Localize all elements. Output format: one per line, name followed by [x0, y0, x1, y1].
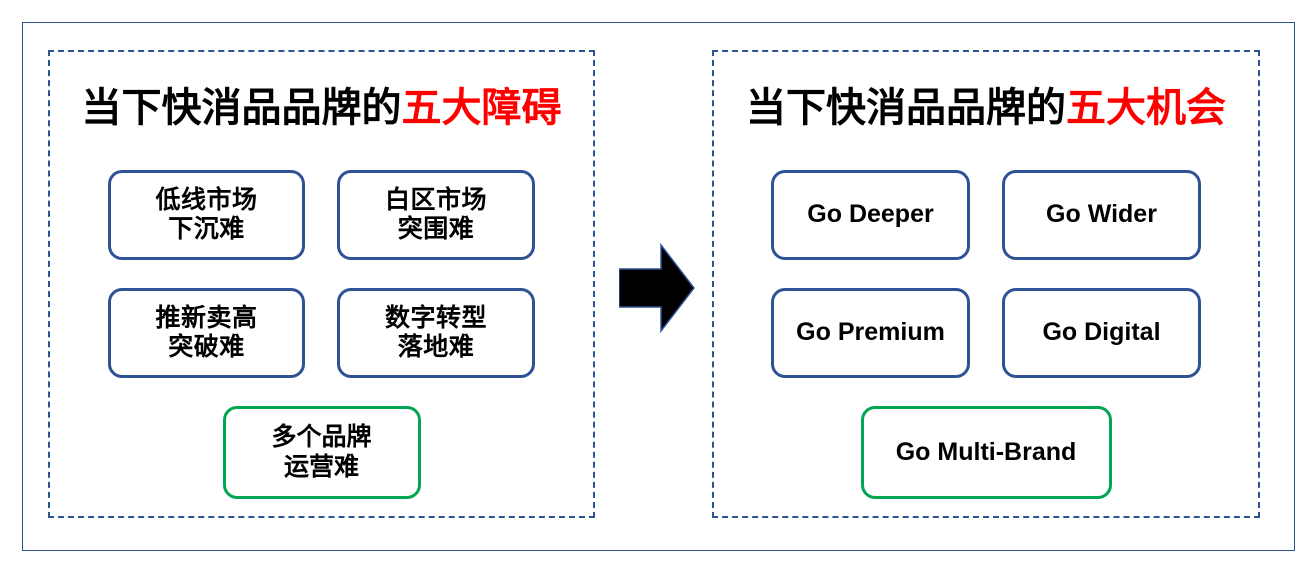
barrier-box-5-line1: 多个品牌 [271, 423, 372, 451]
barrier-box-5[interactable]: 多个品牌 运营难 [222, 406, 421, 499]
barriers-row-3: 多个品牌 运营难 [50, 406, 593, 499]
barrier-box-2-line1: 白区市场 [384, 185, 487, 214]
barriers-panel-title: 当下快消品品牌的五大障碍 [50, 86, 593, 130]
opportunity-box-4-label: Go Digital [1042, 318, 1161, 347]
opportunity-box-2-label: Go Wider [1046, 200, 1157, 229]
barrier-box-1-line1: 低线市场 [155, 185, 258, 214]
opportunities-row-2: Go Premium Go Digital [714, 288, 1258, 378]
barriers-row-1: 低线市场 下沉难 白区市场 突围难 [50, 170, 593, 260]
barriers-panel: 当下快消品品牌的五大障碍 低线市场 下沉难 白区市场 突围难 [48, 50, 595, 518]
barrier-box-3-line2: 突破难 [168, 333, 245, 361]
barrier-box-1-line2: 下沉难 [168, 215, 245, 243]
opportunities-panel-title: 当下快消品品牌的五大机会 [714, 86, 1258, 130]
opportunity-box-3-label: Go Premium [796, 318, 945, 347]
barrier-box-3-line1: 推新卖高 [155, 303, 258, 332]
opportunity-box-4[interactable]: Go Digital [1002, 288, 1201, 378]
opportunities-title-accent: 五大机会 [1066, 86, 1226, 130]
opportunities-title-plain: 当下快消品品牌的 [746, 86, 1066, 130]
opportunity-box-5[interactable]: Go Multi-Brand [860, 406, 1112, 499]
barrier-box-3[interactable]: 推新卖高 突破难 [108, 288, 305, 378]
barriers-box-grid: 低线市场 下沉难 白区市场 突围难 推新卖高 突破难 [50, 170, 593, 499]
opportunities-panel: 当下快消品品牌的五大机会 Go Deeper Go Wider Go Premi… [712, 50, 1260, 518]
barriers-row-2: 推新卖高 突破难 数字转型 落地难 [50, 288, 593, 378]
barrier-box-4[interactable]: 数字转型 落地难 [337, 288, 535, 378]
opportunities-row-3: Go Multi-Brand [714, 406, 1258, 499]
opportunity-box-5-label: Go Multi-Brand [895, 437, 1077, 466]
barrier-box-5-line2: 运营难 [283, 452, 359, 481]
opportunity-box-1[interactable]: Go Deeper [771, 170, 970, 260]
barrier-box-4-line2: 落地难 [397, 333, 475, 361]
barriers-title-plain: 当下快消品品牌的 [81, 86, 402, 130]
opportunity-box-1-label: Go Deeper [807, 200, 934, 229]
opportunities-row-1: Go Deeper Go Wider [714, 170, 1258, 260]
opportunity-box-2[interactable]: Go Wider [1002, 170, 1201, 260]
opportunities-box-grid: Go Deeper Go Wider Go Premium Go Digital… [714, 170, 1258, 499]
right-arrow-icon [619, 243, 695, 333]
barrier-box-2-line2: 突围难 [397, 215, 475, 243]
barriers-title-accent: 五大障碍 [401, 86, 562, 130]
barrier-box-1[interactable]: 低线市场 下沉难 [108, 170, 305, 260]
barrier-box-2[interactable]: 白区市场 突围难 [337, 170, 535, 260]
outer-frame [22, 22, 1295, 551]
opportunity-box-3[interactable]: Go Premium [771, 288, 970, 378]
barrier-box-4-line1: 数字转型 [384, 303, 487, 332]
